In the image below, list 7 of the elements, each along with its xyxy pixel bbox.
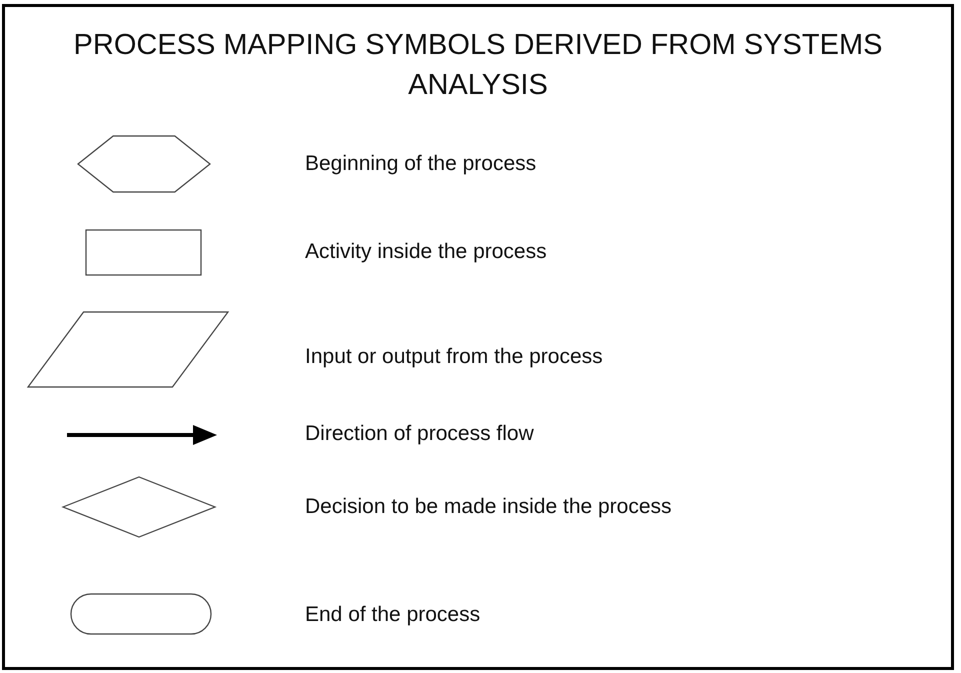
legend-text: Activity inside the process <box>305 240 547 264</box>
legend-text: Decision to be made inside the process <box>305 495 672 519</box>
legend-text: Beginning of the process <box>305 152 536 176</box>
legend-text: Direction of process flow <box>305 422 534 446</box>
legend-text: Input or output from the process <box>305 345 603 369</box>
legend-text: End of the process <box>305 603 480 627</box>
title: PROCESS MAPPING SYMBOLS DERIVED FROM SYSTEMS ANALYSIS <box>72 28 884 103</box>
